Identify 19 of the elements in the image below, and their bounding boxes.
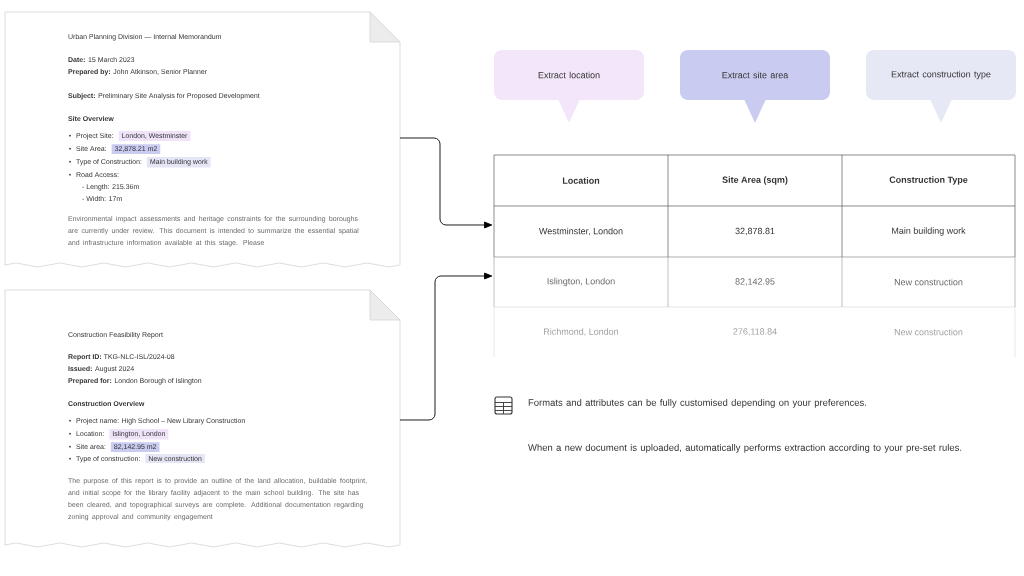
- table-cell: 276,118.84: [733, 328, 777, 336]
- speech-bubble: Extract site area: [680, 50, 830, 123]
- note-text: Formats and attributes can be fully customised depending on your preferences.: [528, 399, 866, 408]
- table-cell: Westminster, London: [539, 227, 623, 236]
- table-cell: 32,878.81: [735, 227, 775, 236]
- column-header: Site Area (sqm): [722, 176, 788, 185]
- table-cell: Richmond, London: [544, 328, 619, 336]
- column-header: Construction Type: [889, 176, 968, 185]
- table-cell: New construction: [894, 278, 963, 286]
- note-text: When a new document is uploaded, automatically performs extraction according to your pre-set rules.: [528, 444, 962, 453]
- arrow: [399, 137, 493, 229]
- table-cell: 82,142.95: [735, 278, 775, 286]
- table-cell: New construction: [894, 328, 963, 336]
- arrow: [399, 272, 493, 421]
- table-cell: Islington, London: [547, 277, 615, 287]
- table-cell: Main building work: [892, 227, 966, 236]
- column-header: Location: [562, 177, 600, 184]
- speech-bubble: Extract location: [494, 50, 644, 123]
- speech-bubble: Extract construction type: [866, 50, 1016, 123]
